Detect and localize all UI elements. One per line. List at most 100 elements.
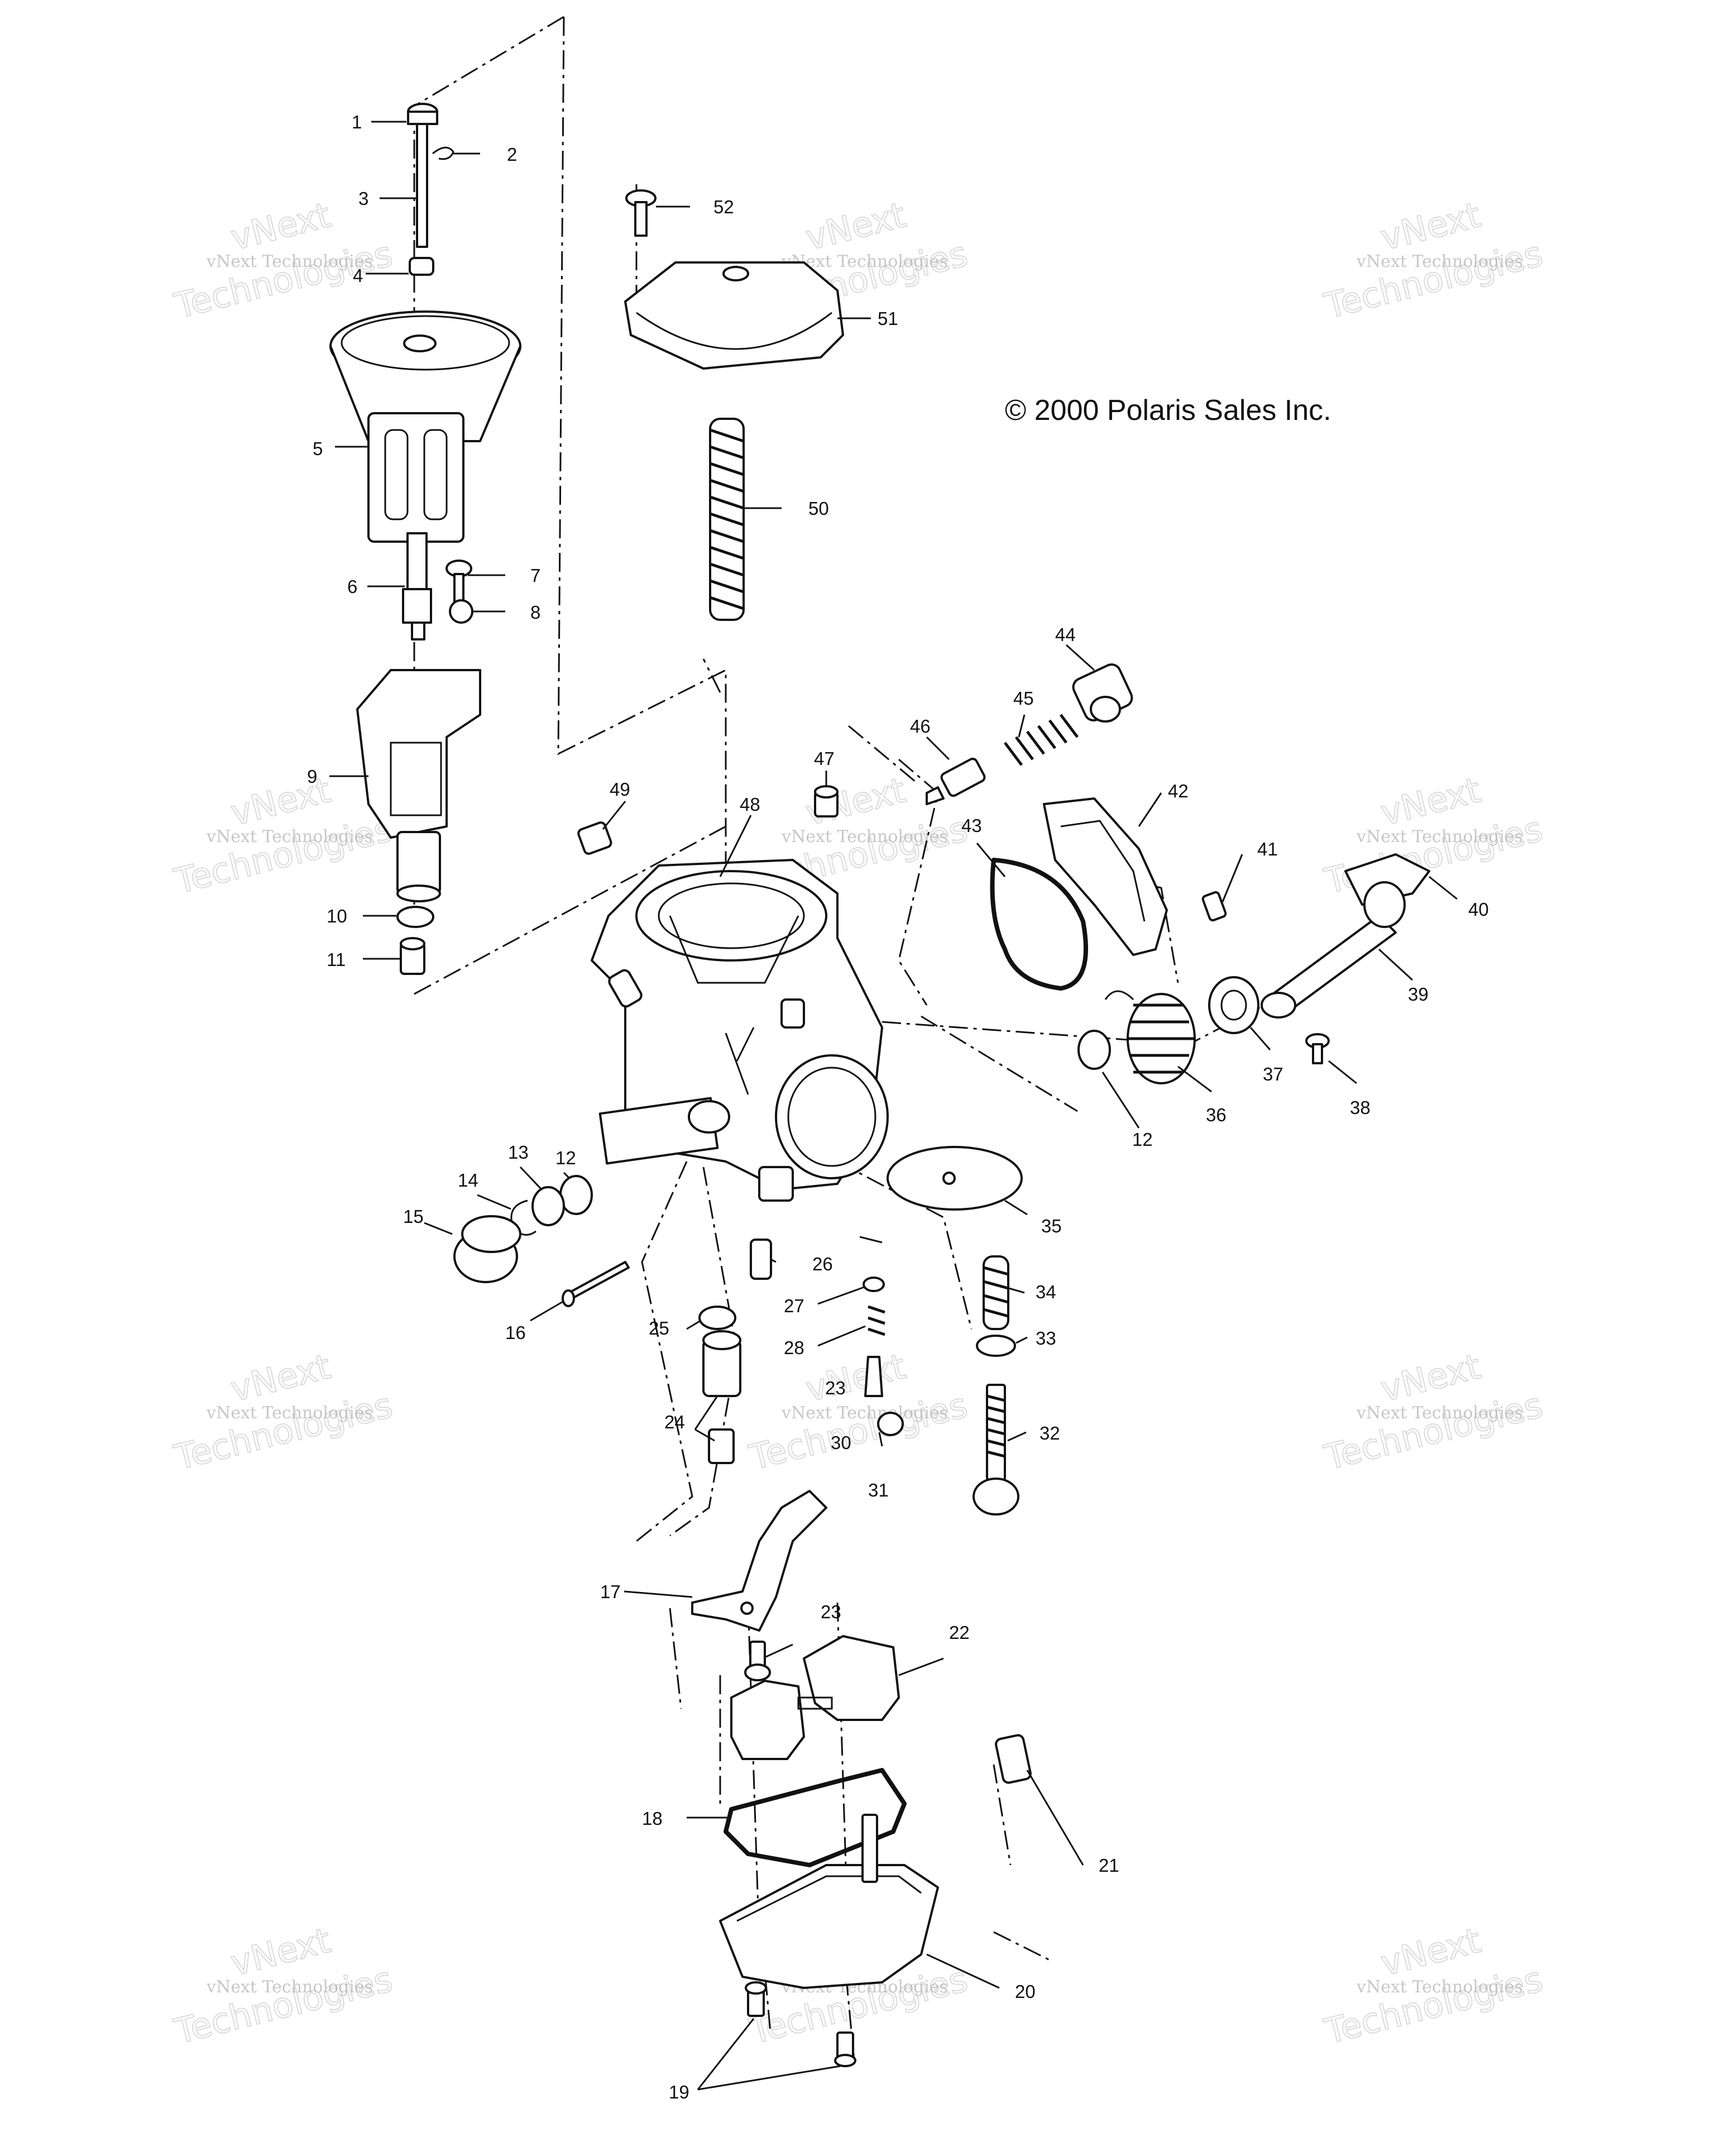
watermark-text: vNext: [1377, 769, 1484, 834]
part-35-throttle-plate: [887, 1146, 1023, 1211]
watermark-text: Technologies: [170, 808, 396, 901]
part-7-screw: [445, 560, 472, 606]
callout-52: 52: [713, 197, 734, 217]
callout-48: 48: [740, 794, 760, 815]
callout-42: 42: [1168, 781, 1189, 801]
callout-35: 35: [1041, 1216, 1062, 1236]
part-31-cap: [877, 1412, 904, 1436]
watermark-bottom-right: vNext Technologies vNext Technologies: [1320, 1919, 1547, 2053]
part-33-washer: [976, 1335, 1016, 1357]
part-22-float: [730, 1635, 900, 1760]
callout-41: 41: [1257, 839, 1278, 859]
callout-31: 31: [868, 1480, 889, 1500]
watermark-text: vNext Technologies: [781, 827, 948, 847]
callout-6: 6: [347, 576, 357, 597]
callout-33: 33: [1036, 1328, 1056, 1349]
callouts: 1 2 3 4 5 6 7 8 9 10 11 12 12 13 14 15 1…: [307, 112, 1489, 2102]
part-43-gasket: [990, 858, 1088, 991]
callout-44: 44: [1055, 624, 1076, 645]
callout-18: 18: [642, 1808, 663, 1829]
callout-34: 34: [1036, 1282, 1056, 1302]
callout-19: 19: [669, 2082, 689, 2102]
part-44-cap: [1072, 663, 1133, 723]
part-40-plate: [1344, 853, 1430, 906]
part-34-spring: [983, 1255, 1009, 1330]
callout-20: 20: [1015, 1981, 1036, 2002]
callout-14: 14: [458, 1170, 478, 1191]
part-26-jet: [750, 1239, 772, 1280]
callout-25: 25: [649, 1318, 669, 1338]
callout-15: 15: [403, 1206, 424, 1227]
watermark-text: vNext Technologies: [1356, 252, 1523, 271]
leader-lines: [329, 121, 1458, 2091]
watermark-text: vNext Technologies: [781, 1403, 948, 1423]
watermark-text: vNext: [227, 194, 334, 259]
callout-4: 4: [353, 265, 363, 286]
part-32-idle-screw: [973, 1384, 1019, 1516]
part-38-screw: [1305, 1033, 1330, 1064]
part-18-gasket: [724, 1768, 907, 1867]
callout-9: 9: [307, 766, 317, 787]
part-28-spring: [868, 1305, 885, 1336]
part-25-oring: [698, 1306, 736, 1330]
part-27-oring: [863, 1277, 885, 1292]
watermark-text: vNext: [802, 1346, 909, 1410]
watermark-text: vNext: [802, 194, 909, 259]
callout-17: 17: [600, 1581, 621, 1602]
part-2-clip: [432, 146, 454, 160]
watermark-text: vNext Technologies: [1356, 1403, 1523, 1423]
callout-10: 10: [327, 906, 347, 926]
part-11-jet: [400, 937, 425, 975]
callout-39: 39: [1408, 984, 1429, 1005]
callout-7: 7: [530, 565, 540, 586]
part-49-fitting: [577, 821, 612, 855]
callout-28: 28: [784, 1337, 804, 1358]
watermark-text: Technologies: [1320, 233, 1546, 326]
parts: [329, 103, 1430, 2067]
callout-38: 38: [1350, 1097, 1371, 1118]
callout-37: 37: [1263, 1064, 1283, 1084]
watermark-text: Technologies: [745, 1384, 971, 1478]
part-41-screw: [1201, 891, 1227, 922]
copyright-notice: © 2000 Polaris Sales Inc.: [1005, 394, 1331, 427]
callout-26: 26: [812, 1254, 833, 1274]
part-39-shaft: [1261, 881, 1406, 1019]
part-5-diaphragm-slide: [329, 310, 521, 543]
watermark-text: vNext: [227, 1346, 334, 1410]
watermark-text: vNext: [1377, 194, 1484, 259]
part-12-washer-left: [559, 1175, 593, 1215]
part-13-washer: [531, 1186, 565, 1226]
callout-24: 24: [664, 1412, 685, 1432]
part-21-drain-screw: [995, 1734, 1032, 1784]
part-45-spring: [1004, 714, 1079, 766]
watermark-text: vNext: [227, 1920, 334, 1984]
callout-12-right: 12: [1132, 1129, 1153, 1150]
callout-13: 13: [508, 1142, 529, 1163]
part-15-cap: [453, 1215, 521, 1283]
callout-23-upper: 23: [825, 1378, 846, 1398]
watermark-text: vNext Technologies: [206, 1403, 373, 1423]
watermark-top-left: vNext Technologies vNext Technologies: [170, 194, 397, 327]
callout-16: 16: [505, 1322, 526, 1343]
callout-50: 50: [808, 498, 829, 519]
part-20-float-bowl: [719, 1814, 939, 1989]
watermark-text: vNext Technologies: [206, 1977, 373, 1997]
part-4-washer: [409, 257, 434, 276]
part-19-screws: [745, 1981, 856, 2067]
watermark-text: vNext: [227, 769, 334, 834]
part-12-washer-right: [1077, 1030, 1111, 1070]
watermark-low-right: vNext Technologies vNext Technologies: [1320, 1345, 1547, 1479]
callout-8: 8: [530, 602, 540, 623]
callout-40: 40: [1468, 899, 1489, 920]
part-24-jet-assembly: [702, 1330, 741, 1464]
watermark-text: Technologies: [1320, 1958, 1546, 2052]
watermark-mid-left: vNext Technologies vNext Technologies: [170, 769, 397, 902]
callout-46: 46: [910, 716, 931, 737]
callout-47: 47: [814, 748, 835, 769]
part-16-pin: [562, 1261, 630, 1307]
watermark-text: vNext: [1377, 1920, 1484, 1984]
part-6-holder: [402, 532, 432, 640]
watermark-bottom-left: vNext Technologies vNext Technologies: [170, 1919, 397, 2053]
